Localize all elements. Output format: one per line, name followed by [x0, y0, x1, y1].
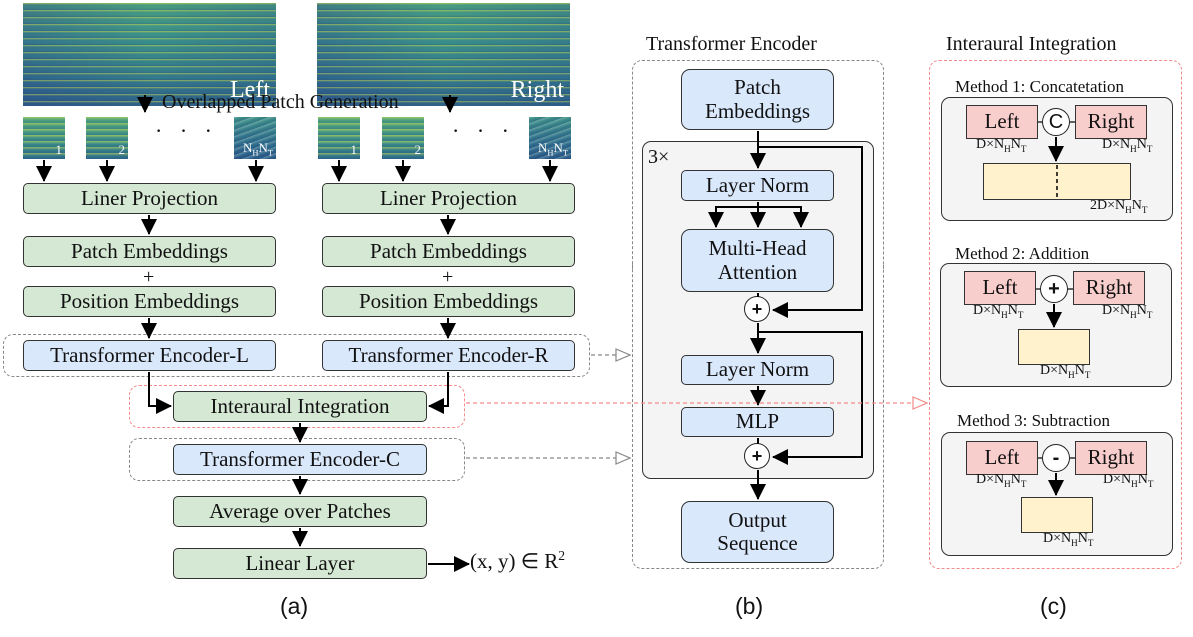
liner-projection-right: Liner Projection [322, 183, 575, 214]
multi-head-attention: Multi-Head Attention [681, 229, 834, 292]
position-embeddings-right: Position Embeddings [322, 286, 575, 317]
arrow-ln1-mha-right [758, 206, 809, 228]
caption-a: (a) [280, 593, 309, 619]
ellipsis-left: · · · [155, 118, 218, 143]
caption-b: (b) [735, 593, 764, 619]
method-2-add-op: + [1040, 275, 1068, 303]
method-1-concat-op: C [1042, 108, 1070, 136]
liner-projection-left: Liner Projection [23, 183, 276, 214]
patch-right-last: NHNT [529, 117, 571, 159]
method-1-right-dim: D×NHNT [1102, 137, 1153, 154]
method-3-right-dim: D×NHNT [1103, 472, 1154, 489]
arrow-l-to-integration [148, 372, 172, 414]
method-3-result-dim: D×NHNT [1043, 531, 1094, 548]
patch-generation-label: Overlapped Patch Generation [162, 91, 399, 113]
plus-sign-right: + [442, 266, 454, 288]
patch-right-1: 1 [318, 117, 360, 159]
patch-embeddings-b: Patch Embeddings [681, 69, 834, 130]
panel-c-title: Interaural Integration [946, 33, 1117, 55]
method-3-subtract-op: - [1042, 444, 1070, 472]
patch-left-1: 1 [23, 117, 65, 159]
layer-norm-1: Layer Norm [681, 170, 834, 201]
residual-1 [758, 146, 863, 318]
interaural-integration-outline [929, 60, 1182, 569]
linear-layer: Linear Layer [173, 548, 427, 579]
method-2-result [1018, 329, 1090, 365]
method-1-left: Left [966, 105, 1038, 139]
patch-embeddings-right: Patch Embeddings [322, 236, 575, 267]
method-1-right: Right [1075, 105, 1147, 139]
patch-left-last: NHNT [234, 117, 276, 159]
transformer-encoder-outline [632, 60, 884, 269]
add-circle-1: + [744, 296, 770, 322]
method-3-left-dim: D×NHNT [976, 472, 1027, 489]
plus-sign-left: + [143, 266, 155, 288]
residual-2 [758, 331, 863, 465]
method-1-title: Method 1: Concatetation [955, 77, 1125, 96]
mlp: MLP [681, 407, 834, 437]
ellipsis-right: · · · [452, 118, 515, 143]
arrow-ln1-mha-left [708, 206, 758, 228]
average-over-patches: Average over Patches [173, 496, 427, 527]
encoder-lr-group [3, 334, 590, 377]
output-sequence: Output Sequence [681, 501, 834, 563]
method-3-title: Method 3: Subtraction [957, 411, 1110, 430]
arrow-r-to-integration [428, 372, 449, 414]
transformer-encoder-outline-lower [632, 262, 884, 569]
output-label: (x, y) ∈ R2 [470, 548, 566, 573]
transformer-encoder-c: Transformer Encoder-C [173, 444, 427, 475]
spectrogram-right: Right [317, 3, 570, 106]
patch-right-2: 2 [382, 117, 424, 159]
method-2-left-dim: D×NHNT [973, 303, 1024, 320]
method-3-left: Left [966, 441, 1038, 475]
interaural-integration: Interaural Integration [173, 391, 427, 422]
method-3-result [1021, 497, 1093, 533]
transformer-encoder-l: Transformer Encoder-L [23, 340, 276, 371]
position-embeddings-left: Position Embeddings [23, 286, 276, 317]
repeat-count-label: 3× [648, 146, 670, 168]
caption-c: (c) [1040, 593, 1067, 619]
method-2-title: Method 2: Addition [955, 244, 1090, 263]
panel-b-title: Transformer Encoder [646, 33, 817, 55]
method-1-result-dim: 2D×NHNT [1090, 198, 1148, 215]
spectrogram-right-label: Right [510, 77, 564, 103]
method-3-right: Right [1075, 441, 1147, 475]
method-2-left: Left [964, 271, 1036, 305]
layer-norm-2: Layer Norm [681, 355, 834, 385]
method-2-result-dim: D×NHNT [1040, 363, 1091, 380]
spectrogram-left-label: Left [230, 77, 270, 103]
patch-left-2: 2 [86, 117, 128, 159]
method-2-right: Right [1073, 271, 1145, 305]
patch-embeddings-left: Patch Embeddings [23, 236, 276, 267]
transformer-encoder-r: Transformer Encoder-R [322, 340, 575, 371]
method-2-right-dim: D×NHNT [1102, 303, 1153, 320]
spectrogram-left: Left [23, 3, 276, 106]
method-1-left-dim: D×NHNT [976, 137, 1027, 154]
